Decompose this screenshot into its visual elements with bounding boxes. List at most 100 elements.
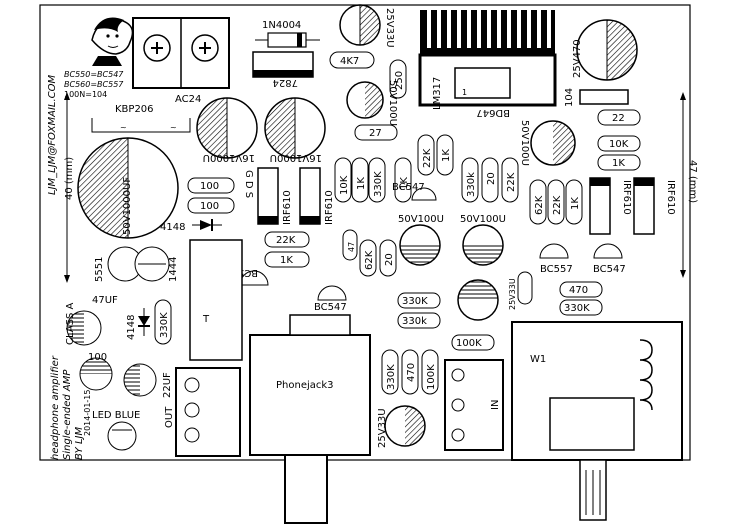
bc547-b-label: BC547 [314, 302, 347, 313]
svg-text:~: ~ [120, 123, 127, 132]
resistor-27: 27 [354, 124, 398, 141]
res-10k-col-label: 10K [339, 175, 350, 195]
resistor-22k-a-label: 22K [276, 235, 296, 246]
resistor-22k-b-label: 22K [552, 195, 563, 215]
bc557-b-label: BC557 [540, 264, 573, 275]
cap-22uf-label: 22UF [162, 372, 173, 398]
cap-50v100u-c: 50V100U [398, 214, 444, 266]
bridge-kbp206: KBP206 ~ ~ [91, 104, 191, 133]
resistor-330k-a-label: 330K [402, 296, 428, 307]
cap-104-label: 104 [564, 88, 575, 107]
irf610-b-label: IRF610 [324, 190, 335, 225]
res-1k-col3-label: 1K [441, 149, 452, 162]
in-label: IN [490, 400, 501, 410]
cap-50v100u-d-label: 50V100U [460, 214, 506, 225]
potentiometer-w1: W1 [511, 321, 683, 521]
resistor-250-label: 250 [394, 71, 405, 90]
resistor-1k-a-label: 1K [280, 255, 293, 266]
diode-1n4004-label: 1N4004 [262, 20, 301, 31]
out-label: OUT [164, 406, 175, 428]
resistor-62k-b-label: 62K [364, 250, 375, 270]
resistor-4k7: 4K7 [329, 51, 375, 69]
cap-25v470-label: 25V470 [572, 39, 583, 78]
cap-50v100u-right: 50V100U [519, 120, 576, 166]
cap-50v100u-right-label: 50V100U [519, 120, 530, 166]
cap-16v1000u-b: 16V1000U [264, 97, 326, 163]
irf610-b: IRF610 [299, 167, 335, 225]
cap-100: 100 [79, 352, 113, 391]
title-line-1: headphone amplifier [50, 355, 61, 460]
phonejack: Phonejack3 [249, 314, 371, 524]
bridge-label: KBP206 [115, 104, 154, 115]
title-line-2: Single-ended AMP [62, 369, 73, 460]
cap-22uf: 22UF [123, 363, 173, 398]
out-terminal: OUT [164, 367, 241, 457]
cap-16v1000u-a-label: 16V1000U [203, 152, 255, 163]
author-line-2: BC560=BC557 [64, 80, 124, 89]
height-dimension: 47 (mm) [680, 92, 698, 278]
pin-1-label: 1 [462, 88, 467, 97]
svg-text:~: ~ [170, 123, 177, 132]
ac-terminal-block: AC24 [132, 17, 230, 105]
diode-1n4004: 1N4004 [255, 20, 320, 48]
diode-4148-b-label: 4148 [126, 315, 137, 340]
cap-50v100u-top: 50V100U [346, 80, 398, 126]
resistor-330k-c: 330K [559, 299, 603, 316]
cap-1444-label: 1444 [168, 257, 179, 282]
resistor-1k-b-label: 1K [570, 197, 581, 210]
resistor-10k-right-label: 10K [609, 139, 629, 150]
resistor-22k-b: 22K [547, 179, 565, 225]
resistor-22k-a: 22K [264, 231, 310, 248]
resistor-27-label: 27 [369, 128, 382, 139]
cap-25v33u-top: 25V33U [339, 4, 395, 48]
cap-50v1000uf-label: 50V1000UF [122, 177, 133, 235]
resistor-100-b: 100 [187, 197, 235, 214]
cap-25v33u-top-label: 25V33U [384, 8, 395, 48]
resistor-47-small-label: 47 [347, 242, 356, 252]
resistor-1k-right: 1K [597, 154, 641, 171]
resistor-1k-b: 1K [565, 179, 583, 225]
cap-50v100u-d: 50V100U [460, 214, 506, 266]
resistor-100-a-label: 100 [200, 181, 219, 192]
irf610-c: IRF610 [589, 177, 632, 235]
cap-25v33u-low: 25V33U [377, 405, 426, 448]
resistor-330k-a: 330K [397, 292, 441, 309]
height-dimension-label: 47 (mm) [687, 160, 698, 203]
gds-label: G D S [243, 170, 254, 198]
resistor-column: 10K 1K 330K 1K 22K 1K 330k 20 22K [334, 134, 519, 203]
email-label: LJM_LJM@FOXMAIL.COM [47, 74, 58, 195]
cap-25v470: 25V470 [572, 19, 638, 81]
diode-4148-b: 4148 [126, 308, 150, 340]
cap-16v1000u-a: 16V1000U [196, 97, 258, 163]
diode-4148-a: 4148 [160, 219, 222, 233]
title-line-3: BY LJM [74, 427, 85, 460]
resistor-100k: 100K [451, 334, 495, 351]
cap-47uf: 47UF [66, 295, 118, 346]
res-22k-col-label: 22K [422, 148, 433, 168]
resistor-470-label: 470 [569, 285, 588, 296]
author-line-3: 100N=104 [64, 90, 107, 99]
res-330k-col-label: 330K [373, 171, 384, 197]
irf610-a-label: IRF610 [282, 190, 293, 225]
resistor-470-v-label: 470 [406, 363, 417, 382]
author-line-1: BC550=BC547 [64, 70, 124, 79]
cap-100-label: 100 [88, 352, 107, 363]
bc547-b: BC547 [314, 285, 347, 313]
heatsink [418, 10, 557, 107]
cap-25v33u-b-label: 25V33U [508, 278, 517, 310]
res-1k-col-label: 1K [356, 177, 367, 190]
resistor-25v33u-small: 25V33U [508, 271, 533, 310]
resistor-330k-b: 330k [397, 312, 441, 329]
author-portrait-icon [91, 17, 134, 66]
bd647-label: BD647 [476, 107, 510, 118]
irf610-d: IRF610 [633, 177, 676, 235]
cap-25v33u-mid [457, 279, 499, 321]
res-1k-col2-label: 1K [399, 177, 410, 190]
bc557-b: BC557 [539, 243, 573, 275]
resistor-47-small: 47 [342, 229, 358, 261]
res-330k-col2-label: 330k [466, 172, 477, 197]
resistor-1k-a: 1K [264, 251, 310, 268]
resistor-20-b-label: 20 [384, 253, 395, 266]
cap-1444: 1444 [134, 246, 179, 282]
res-22k-c-label: 22K [506, 172, 517, 192]
